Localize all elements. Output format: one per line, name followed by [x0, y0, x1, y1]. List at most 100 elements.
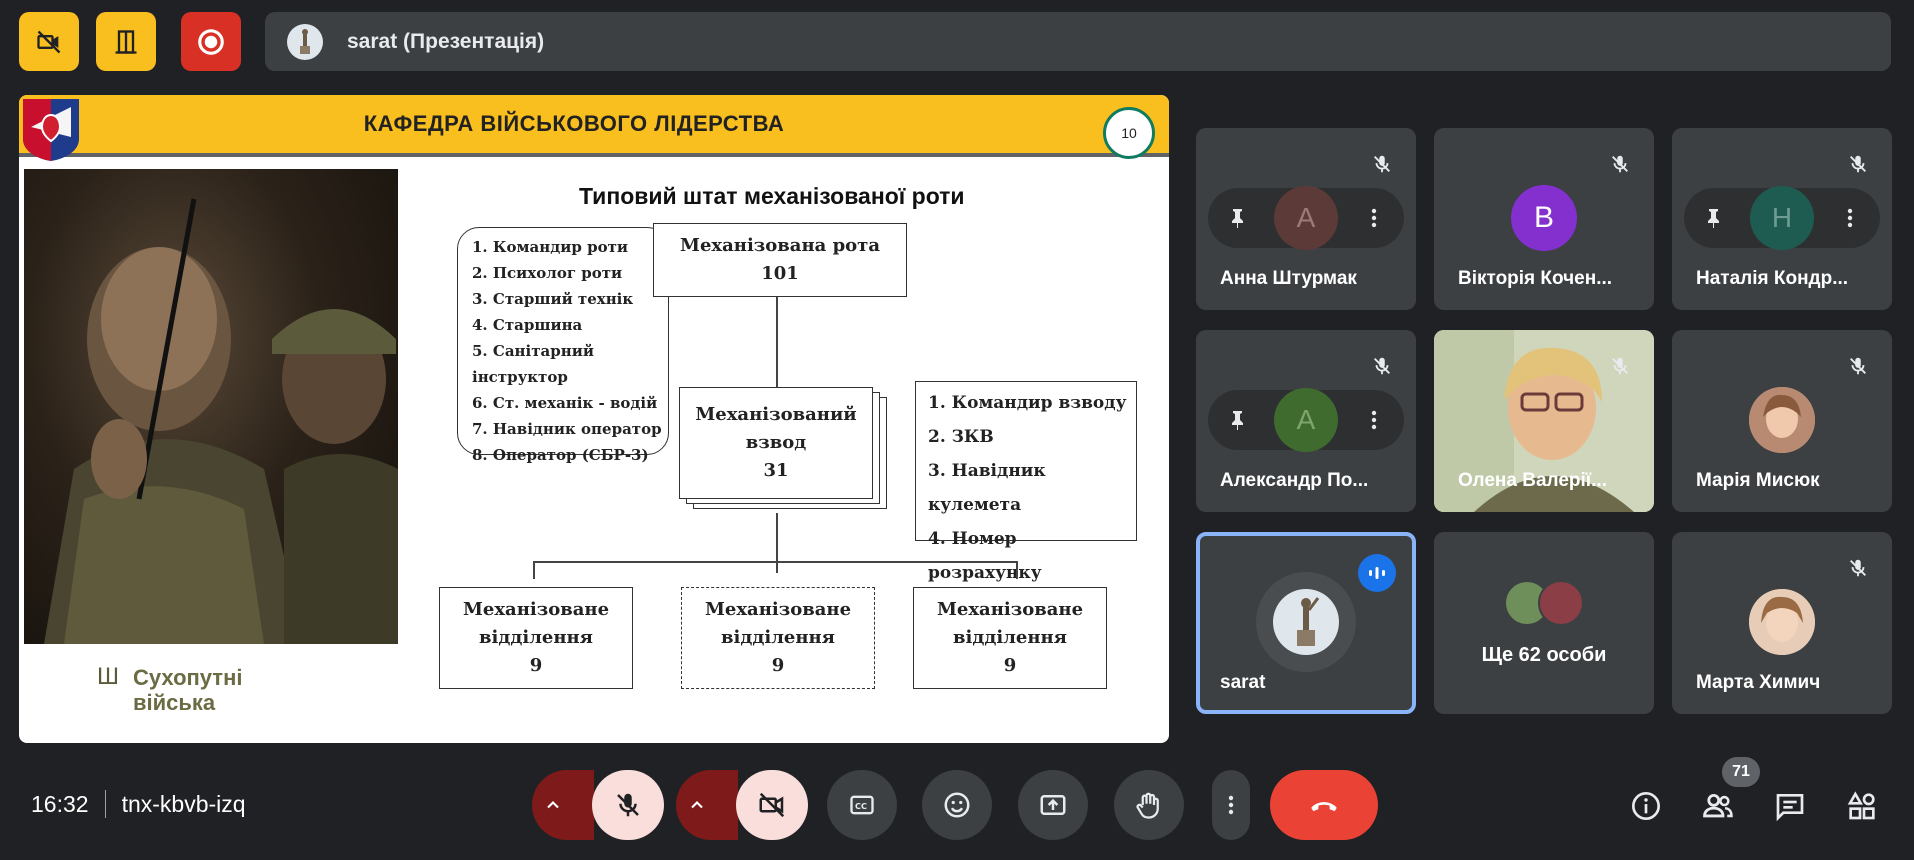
land-forces-line-2: війська [133, 690, 216, 715]
participant-name: sarat [1220, 672, 1266, 693]
platoon-box-subtitle: взвод [745, 432, 807, 453]
company-roles-box: 1. Командир роти 2. Психолог роти 3. Ста… [457, 227, 669, 464]
presentation-title-bar[interactable]: sarat (Презентація) [265, 12, 1891, 71]
squad-subtitle: відділення [479, 627, 593, 648]
call-end-icon [1311, 802, 1337, 812]
pin-icon[interactable] [1226, 408, 1250, 432]
platoon-roles-box: 1. Командир взводу 2. ЗКВ 3. Навідник ку… [915, 381, 1137, 583]
squad-count: 9 [771, 655, 785, 676]
camera-toggle-button[interactable] [736, 770, 808, 840]
leave-room-button[interactable] [96, 12, 156, 71]
end-call-button[interactable] [1270, 770, 1378, 840]
mic-off-icon [617, 793, 639, 817]
reactions-button[interactable] [922, 770, 992, 840]
participants-count-badge: 71 [1722, 757, 1760, 787]
list-item: 4. Номер розрахунку [928, 529, 1042, 583]
department-emblem-icon [23, 99, 79, 161]
participant-tile[interactable]: Н Наталія Кондр... [1672, 128, 1892, 310]
more-vert-icon[interactable] [1838, 206, 1862, 230]
company-box-count: 101 [761, 263, 799, 284]
more-participants-tile[interactable]: Ще 62 особи [1434, 532, 1654, 714]
slide-page-number: 10 [1103, 107, 1155, 159]
participant-tile[interactable]: B Вікторія Кочен... [1434, 128, 1654, 310]
squad-subtitle: відділення [721, 627, 835, 648]
trident-icon: Ш [97, 663, 119, 690]
participant-tile[interactable]: А Александр По... [1196, 330, 1416, 512]
meeting-code: tnx-kbvb-izq [121, 790, 246, 817]
hand-icon [1136, 792, 1159, 819]
svg-text:CC: CC [855, 801, 867, 811]
participant-name: Марта Химич [1696, 672, 1821, 693]
camera-off-button[interactable] [19, 12, 79, 71]
no-video-icon [37, 30, 61, 53]
tile-controls[interactable]: А [1208, 388, 1404, 452]
company-box: Механізована рота 101 [653, 223, 907, 297]
squad-count: 9 [1003, 655, 1017, 676]
connector-line [1016, 561, 1018, 579]
mic-off-icon [1368, 352, 1396, 380]
squad-title: Механізоване [462, 599, 610, 620]
chat-button[interactable] [1770, 786, 1810, 826]
squad-count: 9 [529, 655, 543, 676]
list-item: 2. ЗКВ [928, 427, 994, 447]
presenter-title: sarat (Презентація) [347, 29, 545, 53]
squad-title: Механізоване [704, 599, 852, 620]
info-icon [1632, 792, 1660, 820]
platoon-box-title: Механізований [695, 404, 857, 425]
participant-name: Марія Мисюк [1696, 470, 1820, 491]
avatar: Н [1750, 186, 1814, 250]
avatar [1749, 387, 1815, 453]
video-off-icon [759, 792, 785, 818]
mic-off-icon [1606, 352, 1634, 380]
tile-controls[interactable]: А [1208, 186, 1404, 250]
participant-name: Наталія Кондр... [1696, 268, 1849, 289]
chevron-up-icon [691, 801, 703, 809]
statue-icon [1297, 597, 1320, 646]
record-icon [198, 28, 224, 55]
emoji-icon [944, 792, 970, 818]
video-options-button[interactable] [676, 770, 738, 840]
microphone-toggle-button[interactable] [592, 770, 664, 840]
pin-icon[interactable] [1702, 206, 1726, 230]
list-item: 3. Старший технік [472, 290, 634, 308]
closed-captions-icon: CC [850, 795, 874, 815]
avatar: B [1511, 185, 1577, 251]
more-options-button[interactable] [1212, 770, 1250, 840]
present-screen-button[interactable] [1018, 770, 1088, 840]
chat-icon [1776, 794, 1804, 822]
participant-name: Вікторія Кочен... [1458, 268, 1613, 289]
list-item: 8. Оператор (СБР-3) [472, 446, 649, 464]
more-vert-icon[interactable] [1362, 408, 1386, 432]
participant-tile[interactable]: Марія Мисюк [1672, 330, 1892, 512]
connector-line [533, 561, 1017, 563]
squad-box: Механізоване відділення 9 [681, 587, 875, 689]
audio-options-button[interactable] [532, 770, 594, 840]
participant-tile[interactable]: А Анна Штурмак [1196, 128, 1416, 310]
recording-button[interactable] [181, 12, 241, 71]
pin-icon[interactable] [1226, 206, 1250, 230]
participant-tile[interactable]: Марта Химич [1672, 532, 1892, 714]
raise-hand-button[interactable] [1114, 770, 1184, 840]
more-vert-icon[interactable] [1362, 206, 1386, 230]
statue-icon [300, 28, 310, 54]
list-item: 4. Старшина [472, 316, 583, 334]
presentation-slide: КАФЕДРА ВІЙСЬКОВОГО ЛІДЕРСТВА 10 Ш Сухоп… [19, 95, 1169, 743]
land-forces-line-1: Сухопутні [133, 665, 243, 690]
presenter-avatar [287, 23, 323, 60]
activities-button[interactable] [1842, 786, 1882, 826]
connector-line [776, 297, 778, 387]
company-box-title: Механізована рота [680, 235, 880, 256]
list-item: 1. Командир взводу [928, 393, 1127, 413]
avatar [1538, 580, 1584, 626]
more-participants-label: Ще 62 особи [1481, 644, 1607, 666]
meeting-details-button[interactable] [1626, 786, 1666, 826]
avatar: А [1274, 186, 1338, 250]
people-button[interactable] [1698, 786, 1738, 826]
slide-header: КАФЕДРА ВІЙСЬКОВОГО ЛІДЕРСТВА [19, 95, 1169, 157]
captions-button[interactable]: CC [827, 770, 897, 840]
tile-controls[interactable]: Н [1684, 186, 1880, 250]
participant-tile-self[interactable]: sarat [1196, 532, 1416, 714]
meeting-info: 16:32 tnx-kbvb-izq [31, 790, 246, 818]
slide-header-text: КАФЕДРА ВІЙСЬКОВОГО ЛІДЕРСТВА [363, 111, 785, 136]
participant-tile[interactable]: Олена Валерії... [1434, 330, 1654, 512]
